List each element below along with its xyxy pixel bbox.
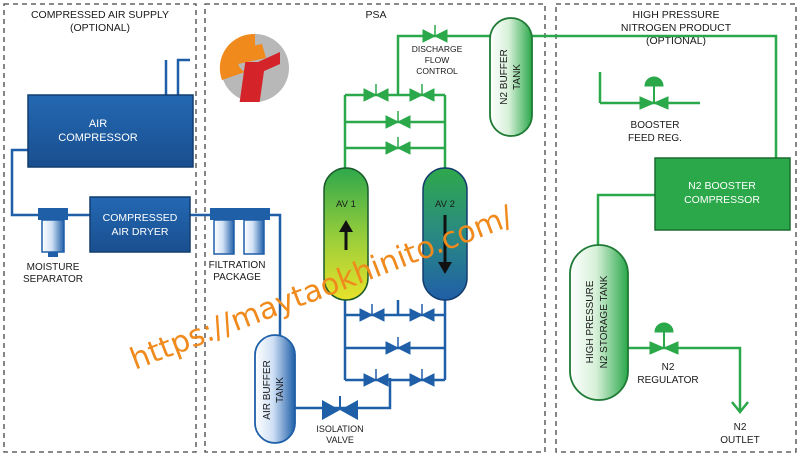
air-buffer-tank [254,334,296,444]
av2-label: AV 2 [435,199,455,210]
psa-title: PSA [365,9,386,21]
n2-regulator-label-2: REGULATOR [637,375,698,386]
valve-blue-3 [385,337,411,355]
valve-blue-5 [409,369,435,387]
filtration-package [210,208,270,255]
supply-title: COMPRESSED AIR SUPPLY [31,9,169,21]
n2-regulator [649,322,679,355]
n2-booster-label-1: N2 BOOSTER [688,180,756,192]
hp-n2-storage-tank [569,244,629,401]
hp-storage-label-2: N2 STORAGE TANK [599,275,610,368]
air-buffer-label-2: TANK [275,377,286,403]
air-compressor-label-1: AIR [89,118,107,130]
n2-buffer-label-2: TANK [512,64,523,90]
filtration-label-2: PACKAGE [213,272,261,283]
hp-subtitle: (OPTIONAL) [646,35,706,47]
moisture-separator [38,208,68,257]
valve-green-2 [409,84,435,102]
n2-outlet-label-1: N2 [734,422,747,433]
supply-section-border [3,3,197,453]
booster-reg-label-1: BOOSTER [631,120,680,131]
discharge-label-1: DISCHARGE [412,44,463,54]
air-compressor [27,94,194,168]
av1-flow-arrow-head [339,220,353,232]
air-dryer-label-2: AIR DRYER [112,226,169,238]
valve-blue-2 [409,304,435,322]
air-buffer-label-1: AIR BUFFER [262,360,273,419]
n2-booster-compressor [654,157,791,231]
valve-green-4 [385,137,411,155]
moisture-separator-label-1: MOISTURE [27,262,80,273]
n2-outlet-label-2: OUTLET [720,435,759,446]
av1-label: AV 1 [336,199,356,210]
booster-reg-label-2: FEED REG. [628,133,682,144]
psa-section-border [204,3,546,453]
valve-green-1 [363,84,389,102]
air-dryer-label-1: COMPRESSED [103,212,178,224]
hp-title-line2: NITROGEN PRODUCT [621,22,732,34]
hp-storage-label-1: HIGH PRESSURE [585,280,596,363]
moisture-separator-label-2: SEPARATOR [23,274,83,285]
discharge-label-3: CONTROL [416,66,458,76]
discharge-valve [422,25,448,43]
brand-logo [219,33,289,102]
air-compressor-label-2: COMPRESSOR [58,132,138,144]
n2-regulator-label-1: N2 [662,362,675,373]
valve-blue-4 [363,369,389,387]
compressed-air-dryer [89,196,191,253]
section-borders [3,3,797,453]
av2-flow-arrow-head [438,262,452,274]
booster-feed-regulator [639,76,669,110]
n2-booster-label-2: COMPRESSOR [684,194,760,206]
n2-buffer-label-1: N2 BUFFER [499,49,510,105]
isolation-valve-label-1: ISOLATION [316,424,363,434]
isolation-valve-label-2: VALVE [326,435,354,445]
valve-green-3 [385,111,411,129]
isolation-valve [322,396,358,420]
n2-outlet-arrow [731,401,749,415]
upper-valves [363,25,448,155]
supply-subtitle: (OPTIONAL) [70,22,130,34]
lower-valves [359,304,435,387]
n2-buffer-tank [489,17,533,137]
hp-section-border [555,3,797,453]
filtration-label-1: FILTRATION [209,260,266,271]
discharge-label-2: FLOW [425,55,450,65]
valve-blue-1 [359,304,385,322]
hp-title-line1: HIGH PRESSURE [633,9,720,21]
